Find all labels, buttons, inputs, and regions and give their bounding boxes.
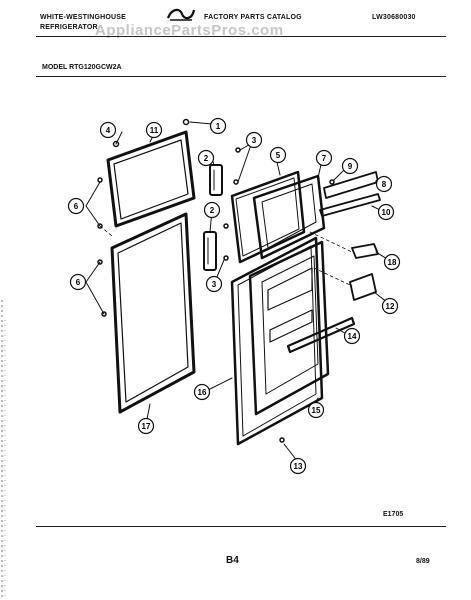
callout-label: 10 xyxy=(382,208,391,217)
callout-13: 13 xyxy=(289,457,307,475)
header-divider xyxy=(36,36,446,37)
callout-label: 5 xyxy=(276,151,281,160)
callout-17: 17 xyxy=(137,417,155,435)
catalog-title: FACTORY PARTS CATALOG xyxy=(204,14,302,21)
callout-label: 14 xyxy=(348,332,357,341)
callout-2: 2 xyxy=(197,149,215,167)
model-label: MODEL RTG120GCW2A xyxy=(42,64,122,71)
page-number: B4 xyxy=(226,555,239,566)
callout-label: 9 xyxy=(348,162,353,171)
brand-line-1: WHITE-WESTINGHOUSE xyxy=(40,14,127,21)
callout-label: 12 xyxy=(386,302,395,311)
callout-16: 16 xyxy=(193,383,211,401)
callout-10: 10 xyxy=(377,203,395,221)
callout-label: 11 xyxy=(150,126,159,135)
callout-14: 14 xyxy=(343,327,361,345)
callout-6: 6 xyxy=(67,197,85,215)
callout-5: 5 xyxy=(269,146,287,164)
callout-label: 4 xyxy=(106,126,111,135)
brand-logo xyxy=(166,8,196,21)
callout-label: 16 xyxy=(198,388,207,397)
callout-4: 4 xyxy=(99,121,117,139)
callout-7: 7 xyxy=(315,149,333,167)
callout-15: 15 xyxy=(307,401,325,419)
catalog-date: 8/89 xyxy=(416,558,430,565)
callout-9: 9 xyxy=(341,157,359,175)
upper-shelf-rail xyxy=(319,171,381,217)
callout-2: 2 xyxy=(203,201,221,219)
callout-label: 2 xyxy=(204,154,209,163)
callout-label: 13 xyxy=(294,462,303,471)
callout-label: 3 xyxy=(212,280,217,289)
watermark: AppliancePartsPros.com xyxy=(95,22,284,39)
butter-door xyxy=(351,243,379,259)
lower-handle xyxy=(203,231,217,271)
upper-handle xyxy=(209,164,223,196)
callout-18: 18 xyxy=(383,253,401,271)
lower-door-panel xyxy=(230,236,324,446)
callout-11: 11 xyxy=(145,121,163,139)
callout-label: 7 xyxy=(322,154,327,163)
callout-label: 3 xyxy=(252,136,257,145)
document-code: LW30680030 xyxy=(372,14,416,21)
lower-door-gasket xyxy=(110,212,196,414)
lower-door-liner xyxy=(248,240,330,416)
upper-door-gasket xyxy=(106,130,196,228)
callout-label: 2 xyxy=(210,206,215,215)
brand-line-2: REFRIGERATOR xyxy=(40,24,98,31)
callout-label: 8 xyxy=(382,180,387,189)
upper-door-panel xyxy=(230,170,306,264)
callout-label: 18 xyxy=(388,258,397,267)
callout-6: 6 xyxy=(69,273,87,291)
callout-8: 8 xyxy=(375,175,393,193)
callout-label: 6 xyxy=(76,278,81,287)
callout-label: 6 xyxy=(74,202,79,211)
callout-label: 15 xyxy=(312,406,321,415)
callout-12: 12 xyxy=(381,297,399,315)
leader-lines xyxy=(99,225,353,287)
butter-bin xyxy=(349,273,377,301)
callout-3: 3 xyxy=(245,131,263,149)
upper-door-liner xyxy=(252,174,326,260)
model-divider xyxy=(36,76,446,77)
callout-label: 1 xyxy=(216,122,221,131)
callout-3: 3 xyxy=(205,275,223,293)
callout-label: 17 xyxy=(142,422,151,431)
callout-1: 1 xyxy=(209,117,227,135)
figure-code: E1705 xyxy=(383,511,404,518)
door-shelf-bar xyxy=(286,316,356,354)
footer-divider xyxy=(36,526,446,527)
binding-edge xyxy=(1,300,6,600)
